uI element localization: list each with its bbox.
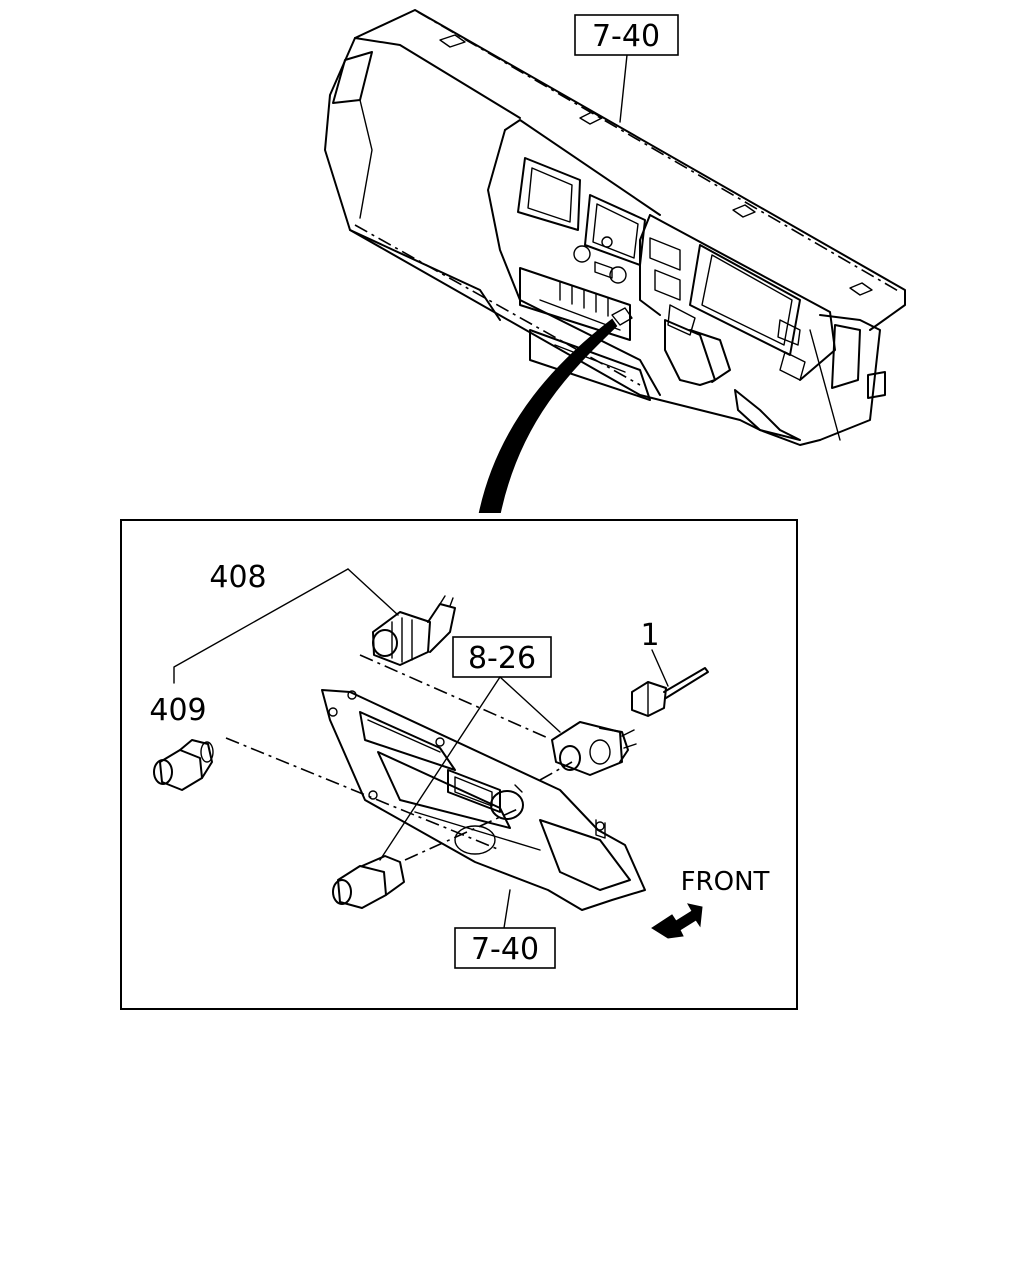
callout-1-label: 1 bbox=[640, 618, 659, 653]
front-label: FRONT bbox=[681, 867, 770, 897]
detail-leader bbox=[478, 318, 618, 513]
detail-frame bbox=[120, 519, 798, 1010]
part-408-switch bbox=[372, 595, 456, 666]
callout-7-40-top: 7-40 bbox=[574, 14, 679, 123]
callout-7-40-top-label: 7-40 bbox=[592, 19, 660, 54]
plug bbox=[332, 855, 405, 909]
dashboard-assembly bbox=[324, 9, 906, 446]
callout-7-40-bottom: 7-40 bbox=[454, 889, 556, 969]
callout-408-label: 408 bbox=[209, 560, 266, 595]
part-1-bulb: 1 bbox=[631, 618, 709, 717]
callout-8-26: 8-26 bbox=[379, 636, 561, 861]
callout-409: 409 bbox=[149, 693, 206, 728]
bezel-panel bbox=[321, 689, 646, 911]
front-arrow-icon bbox=[651, 903, 703, 939]
callout-409-label: 409 bbox=[149, 693, 206, 728]
callout-408: 408 bbox=[173, 560, 399, 684]
part-409-knob bbox=[153, 739, 214, 791]
front-indicator: FRONT bbox=[651, 867, 770, 939]
callout-7-40-bottom-label: 7-40 bbox=[471, 932, 539, 967]
callout-8-26-label: 8-26 bbox=[468, 641, 536, 676]
part-8-26-switch bbox=[551, 721, 637, 776]
